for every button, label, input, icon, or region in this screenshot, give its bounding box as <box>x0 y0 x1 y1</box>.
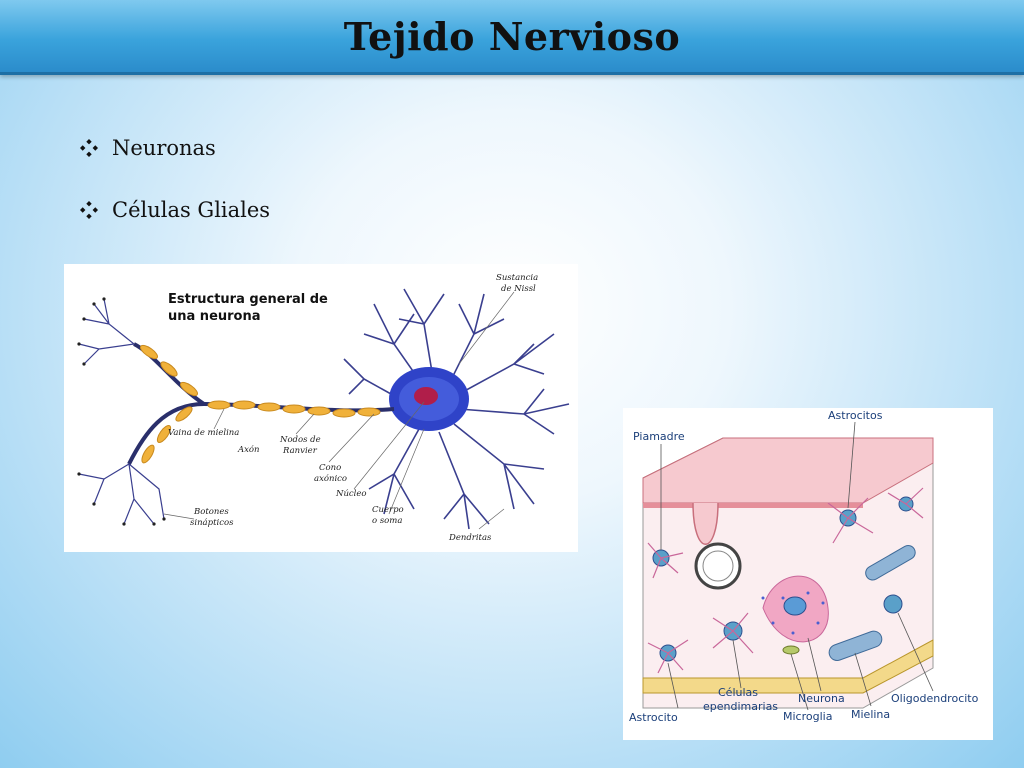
label-axon: Axón <box>237 444 260 455</box>
glia-illustration: Astrocitos Piamadre Astrocito Células ep… <box>629 409 979 724</box>
label-cone-1: Cono <box>319 463 341 473</box>
label-astrocito: Astrocito <box>629 711 678 724</box>
glia-diagram: Astrocitos Piamadre Astrocito Células ep… <box>623 408 993 740</box>
label-body-2: o soma <box>372 516 402 526</box>
neuron-heading-line2: una neurona <box>168 309 261 324</box>
nucleus <box>414 387 438 405</box>
label-nucleus: Núcleo <box>335 488 367 499</box>
dendrites <box>343 288 570 530</box>
diamond-bullet-icon <box>80 139 98 157</box>
ependymal-layer <box>642 639 934 694</box>
diamond-bullet-icon <box>80 201 98 219</box>
label-neurona: Neurona <box>798 692 845 705</box>
label-ependymal-2: ependimarias <box>703 700 778 713</box>
bullet-item-neuronas: Neuronas <box>80 132 270 164</box>
myelin-sheath <box>139 344 381 464</box>
label-ranvier-2: Ranvier <box>282 446 318 456</box>
label-piamadre: Piamadre <box>633 430 685 443</box>
label-nissl-2: de Nissl <box>501 284 536 294</box>
slide-title: Tejido Nervioso <box>343 13 681 59</box>
microglia-cell <box>782 645 800 655</box>
label-microglia: Microglia <box>783 710 832 723</box>
oligodendrocyte-cell <box>883 594 903 614</box>
label-dendrites: Dendritas <box>448 533 492 543</box>
bullet-list: Neuronas Células Gliales <box>80 132 270 256</box>
label-mielina: Mielina <box>851 708 890 721</box>
label-ranvier-1: Nodos de <box>279 435 321 445</box>
title-bar: Tejido Nervioso <box>0 0 1024 75</box>
neuron-illustration: Estructura general de una neurona Sustan… <box>77 273 570 543</box>
label-astrocitos: Astrocitos <box>828 409 883 422</box>
neuron-heading-line1: Estructura general de <box>168 292 328 307</box>
bullet-item-celulas-gliales: Células Gliales <box>80 194 270 226</box>
label-myelin: Vaina de mielina <box>168 428 239 438</box>
axon-terminals <box>78 298 165 525</box>
label-nissl-1: Sustancia <box>496 273 538 283</box>
myelin-segment <box>865 545 916 581</box>
label-oligodendrocito: Oligodendrocito <box>891 692 979 705</box>
label-ependymal-1: Células <box>718 686 758 699</box>
bullet-label: Células Gliales <box>112 198 271 222</box>
label-body-1: Cuerpo <box>372 505 404 515</box>
bullet-label: Neuronas <box>112 136 216 160</box>
label-cone-2: axónico <box>314 473 347 484</box>
label-buttons-2: sinápticos <box>190 517 234 528</box>
neuron-diagram: Estructura general de una neurona Sustan… <box>64 264 578 552</box>
label-buttons-1: Botones <box>193 507 229 517</box>
